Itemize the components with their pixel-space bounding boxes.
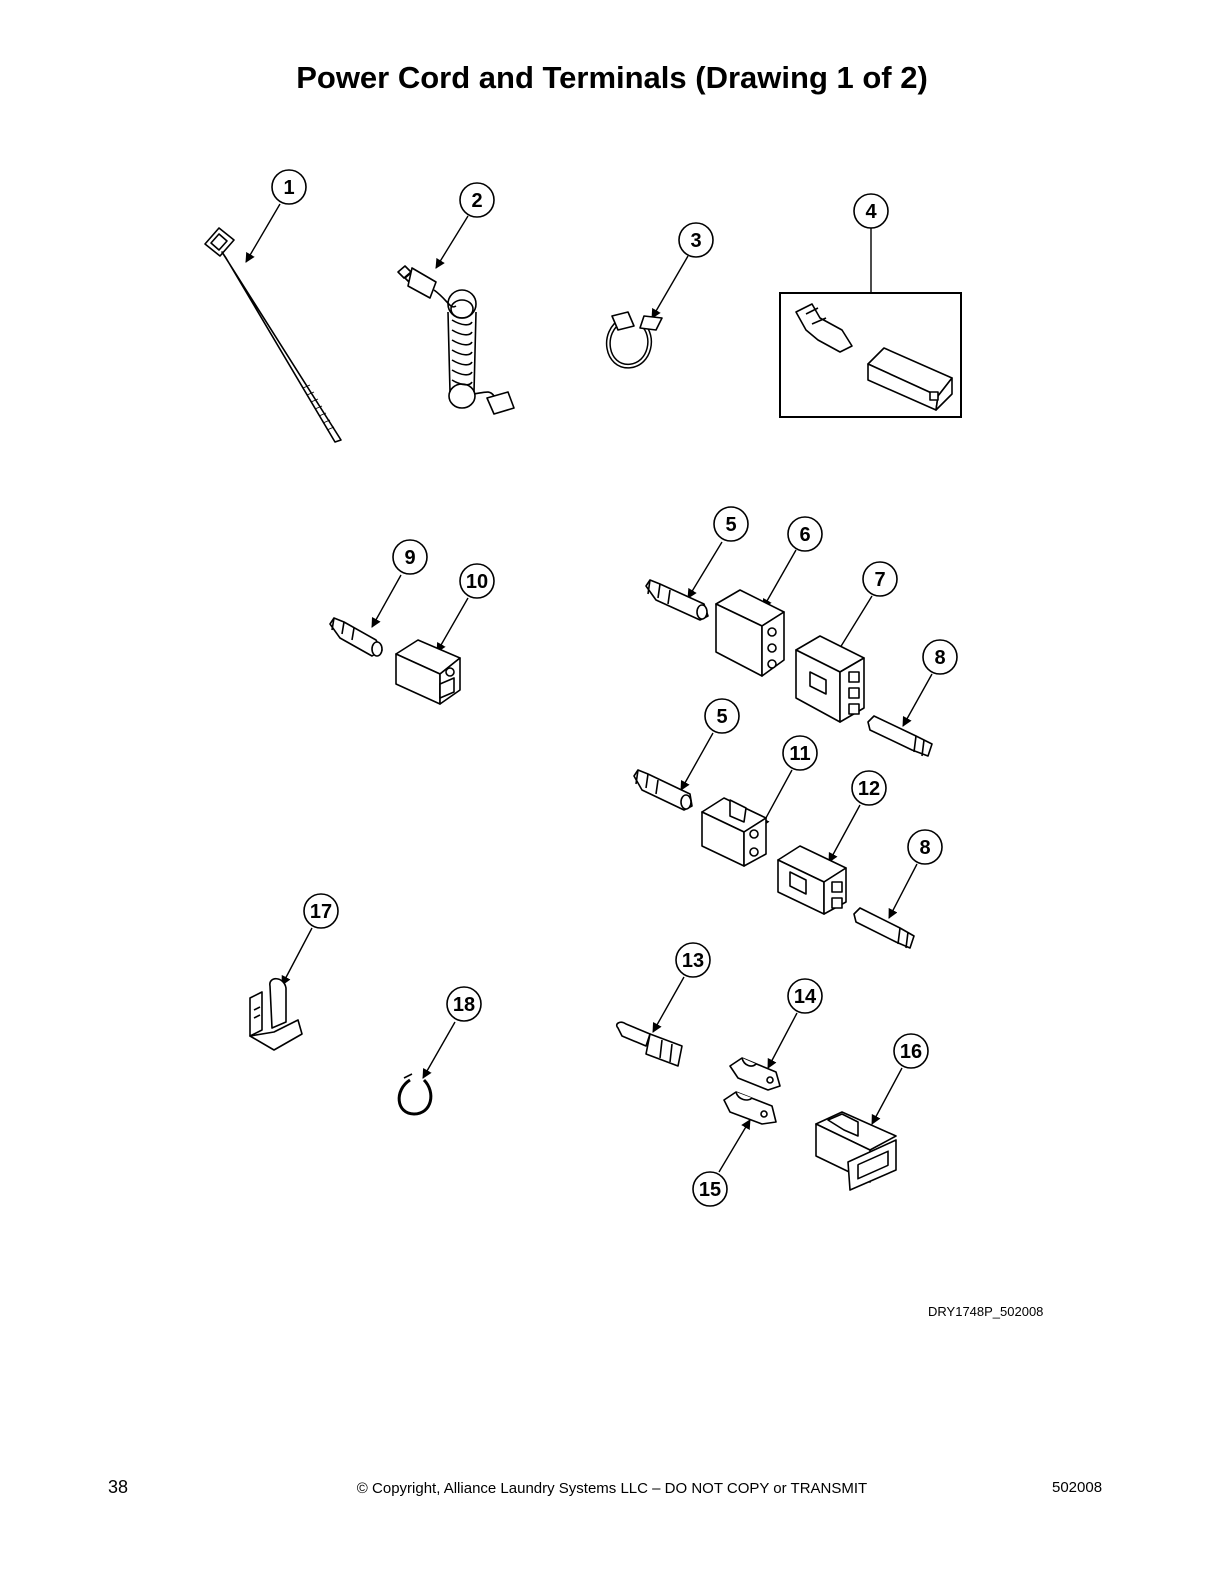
callout-label: 18 [453,994,475,1016]
callout-label: 17 [310,901,332,923]
female-terminal [645,579,709,621]
callout-label: 8 [919,837,930,859]
callout-label: 8 [934,647,945,669]
callout-1: 1 [271,169,307,205]
callout-label: 9 [404,547,415,569]
single-connector [395,639,461,705]
leader-lines [245,203,933,1173]
callout-label: 14 [794,986,817,1008]
multi-pin-housing [815,1111,897,1191]
male-pin-terminal [329,617,383,657]
three-cavity-housing [795,635,865,723]
callout-17: 17 [303,893,339,929]
callout-label: 4 [865,201,877,223]
hose-clamp [605,311,663,369]
ring-clip [397,1073,433,1116]
callout-13: 13 [675,942,711,978]
female-terminal [633,769,693,811]
three-pin-connector [715,589,785,677]
callout-label: 5 [716,706,727,728]
callout-label: 6 [799,524,810,546]
quick-disconnect-terminal [723,1091,777,1125]
male-terminal [867,715,933,757]
callout-15: 15 [692,1171,728,1207]
callout-6: 6 [787,516,823,552]
power-cord [397,265,515,415]
terminal-and-insulator [795,303,953,411]
page-number: 38 [108,1477,129,1497]
callout-8b: 8 [907,829,943,865]
two-pin-connector [701,797,767,867]
callout-9: 9 [392,539,428,575]
drawing-id: DRY1748P_502008 [928,1304,1044,1319]
callout-label: 16 [900,1041,922,1063]
pin-terminal [615,1021,683,1067]
male-terminal [853,907,915,949]
callout-5: 5 [713,506,749,542]
callout-label: 3 [690,230,701,252]
callout-4: 4 [853,193,889,229]
callout-label: 12 [858,778,880,800]
callout-10: 10 [459,563,495,599]
callout-7: 7 [862,561,898,597]
wire-clip [249,977,303,1051]
document-number: 502008 [1052,1479,1103,1496]
callouts: 1 2 3 4 5 6 7 8 9 10 5 11 12 8 13 14 16 … [271,169,958,1207]
callout-label: 1 [283,177,294,199]
callout-18: 18 [446,986,482,1022]
cable-tie [204,227,342,443]
callout-3: 3 [678,222,714,258]
copyright-notice: © Copyright, Alliance Laundry Systems LL… [356,1480,868,1497]
callout-label: 7 [874,569,885,591]
callout-label: 5 [725,514,736,536]
two-cavity-housing [777,845,847,915]
callout-16: 16 [893,1033,929,1069]
page-title: Power Cord and Terminals (Drawing 1 of 2… [296,60,928,95]
callout-8: 8 [922,639,958,675]
item-4-frame [779,292,962,418]
callout-5b: 5 [704,698,740,734]
callout-label: 13 [682,950,704,972]
callout-label: 11 [789,743,810,765]
quick-disconnect-terminal [729,1057,781,1091]
callout-label: 15 [699,1179,721,1201]
callout-14: 14 [787,978,823,1014]
callout-label: 10 [466,571,488,593]
callout-2: 2 [459,182,495,218]
callout-11: 11 [782,735,818,771]
callout-12: 12 [851,770,887,806]
callout-label: 2 [471,190,482,212]
part-illustrations [204,227,953,1191]
